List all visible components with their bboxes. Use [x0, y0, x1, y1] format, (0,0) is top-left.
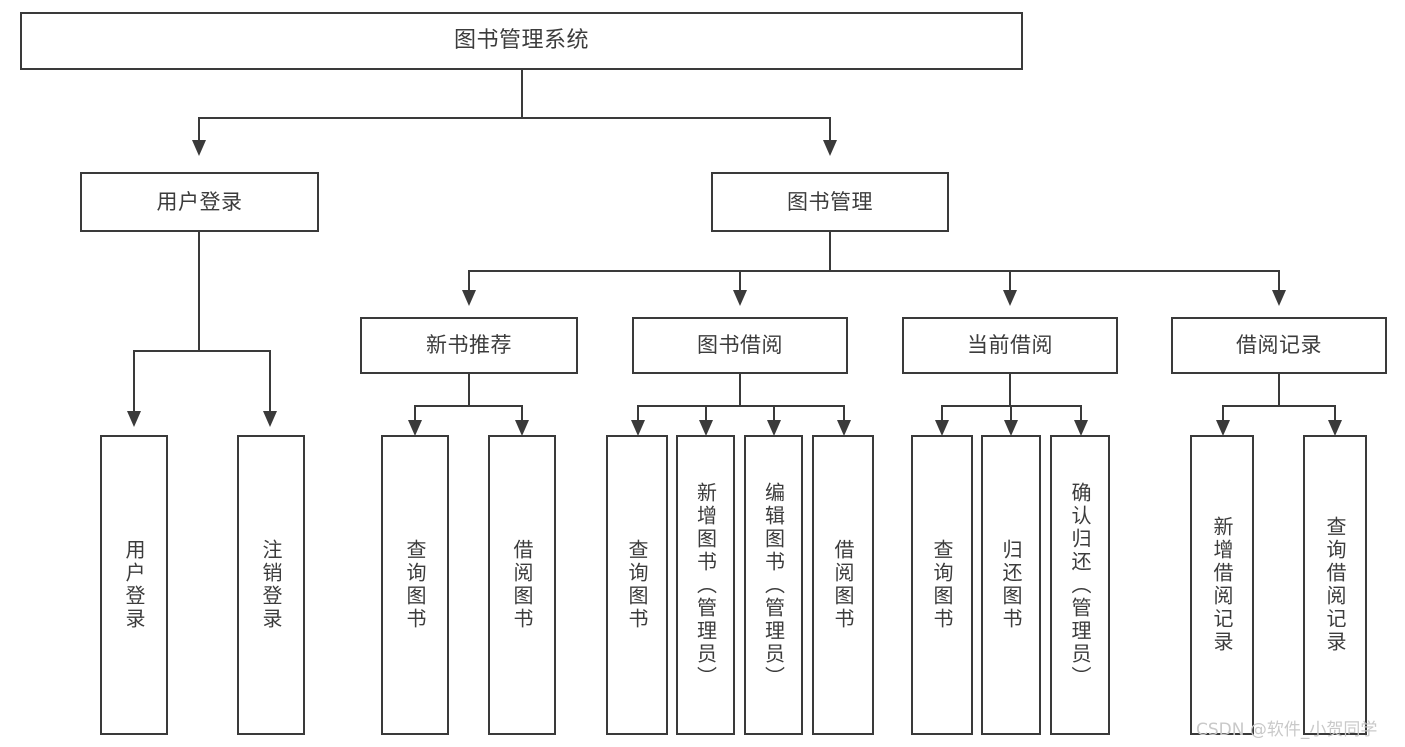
leaf-cb-confirm-return-admin[interactable]: 确认归还（管理员） [1050, 435, 1110, 735]
connector-bm-drop-4 [1278, 270, 1280, 292]
leaf-bb-borrow-book[interactable]: 借阅图书 [812, 435, 874, 735]
leaf-bb-query-book[interactable]: 查询图书 [606, 435, 668, 735]
connector-br-stem [1278, 374, 1280, 406]
node-label: 查询图书 [930, 539, 954, 631]
node-label: 新增借阅记录 [1210, 516, 1234, 654]
leaf-cb-query-book[interactable]: 查询图书 [911, 435, 973, 735]
connector-user-login-bar [133, 350, 271, 352]
connector-cb-drop-2 [1010, 405, 1012, 423]
arrowhead-br-leaf-1 [1216, 420, 1230, 436]
connector-root-bar [198, 117, 831, 119]
leaf-logout[interactable]: 注销登录 [237, 435, 305, 735]
connector-nbr-drop-1 [414, 405, 416, 423]
connector-bb-drop-2 [705, 405, 707, 423]
node-label: 借阅图书 [831, 539, 855, 631]
connector-br-drop-1 [1222, 405, 1224, 423]
connector-bm-drop-2 [739, 270, 741, 292]
connector-br-bar [1222, 405, 1336, 407]
arrowhead-root-to-book-manage [823, 140, 837, 156]
arrowhead-leaf-user-login [127, 411, 141, 427]
connector-user-login-drop-1 [133, 350, 135, 413]
connector-nbr-drop-2 [521, 405, 523, 423]
node-label: 借阅图书 [510, 539, 534, 631]
connector-cb-drop-3 [1080, 405, 1082, 423]
node-label: 图书借阅 [697, 333, 783, 358]
leaf-br-query-record[interactable]: 查询借阅记录 [1303, 435, 1367, 735]
arrowhead-cb-leaf-2 [1004, 420, 1018, 436]
leaf-user-login[interactable]: 用户登录 [100, 435, 168, 735]
connector-user-login-drop-2 [269, 350, 271, 413]
node-current-borrow[interactable]: 当前借阅 [902, 317, 1118, 374]
node-label: 确认归还（管理员） [1068, 481, 1092, 689]
connector-br-drop-2 [1334, 405, 1336, 423]
connector-book-manage-bar [468, 270, 1280, 272]
connector-bm-drop-3 [1009, 270, 1011, 292]
node-book-management[interactable]: 图书管理 [711, 172, 949, 232]
node-label: 注销登录 [259, 539, 283, 631]
node-label: 查询图书 [625, 539, 649, 631]
arrowhead-borrow-record [1272, 290, 1286, 306]
connector-nbr-stem [468, 374, 470, 406]
connector-bb-drop-3 [773, 405, 775, 423]
node-label: 用户登录 [156, 189, 243, 214]
node-label: 用户登录 [122, 539, 146, 631]
node-new-book-recommend[interactable]: 新书推荐 [360, 317, 578, 374]
arrowhead-cb-leaf-1 [935, 420, 949, 436]
connector-root-to-user-login [198, 117, 200, 142]
arrowhead-bb-leaf-1 [631, 420, 645, 436]
node-borrow-record[interactable]: 借阅记录 [1171, 317, 1387, 374]
node-label: 查询图书 [403, 539, 427, 631]
leaf-br-add-record[interactable]: 新增借阅记录 [1190, 435, 1254, 735]
connector-bm-drop-1 [468, 270, 470, 292]
node-label: 借阅记录 [1236, 333, 1322, 358]
arrowhead-current-borrow [1003, 290, 1017, 306]
arrowhead-bb-leaf-4 [837, 420, 851, 436]
connector-nbr-bar [414, 405, 522, 407]
node-label: 图书管理系统 [453, 28, 589, 54]
node-label: 图书管理 [787, 189, 873, 214]
node-user-login[interactable]: 用户登录 [80, 172, 319, 232]
connector-bb-stem [739, 374, 741, 406]
node-label: 编辑图书（管理员） [761, 481, 786, 689]
connector-root-to-book-manage [829, 117, 831, 142]
node-label: 归还图书 [999, 539, 1023, 631]
leaf-cb-return-book[interactable]: 归还图书 [981, 435, 1041, 735]
node-label: 新增图书（管理员） [693, 481, 718, 689]
arrowhead-nbr-leaf-1 [408, 420, 422, 436]
csdn-watermark: CSDN @软件_小贺同学 [1196, 720, 1378, 740]
connector-cb-drop-1 [941, 405, 943, 423]
node-label: 当前借阅 [967, 333, 1053, 358]
arrowhead-new-book-recommend [462, 290, 476, 306]
arrowhead-root-to-user-login [192, 140, 206, 156]
node-label: 新书推荐 [426, 333, 512, 358]
connector-bb-drop-4 [843, 405, 845, 423]
leaf-nbr-query-book[interactable]: 查询图书 [381, 435, 449, 735]
connector-root-stem [521, 70, 523, 118]
arrowhead-cb-leaf-3 [1074, 420, 1088, 436]
node-book-borrow[interactable]: 图书借阅 [632, 317, 848, 374]
arrowhead-nbr-leaf-2 [515, 420, 529, 436]
connector-bb-bar [637, 405, 845, 407]
arrowhead-bb-leaf-2 [699, 420, 713, 436]
leaf-bb-add-book-admin[interactable]: 新增图书（管理员） [676, 435, 735, 735]
node-root-system[interactable]: 图书管理系统 [20, 12, 1023, 70]
connector-book-manage-stem [829, 232, 831, 272]
leaf-bb-edit-book-admin[interactable]: 编辑图书（管理员） [744, 435, 803, 735]
arrowhead-leaf-logout [263, 411, 277, 427]
arrowhead-br-leaf-2 [1328, 420, 1342, 436]
arrowhead-bb-leaf-3 [767, 420, 781, 436]
connector-bb-drop-1 [637, 405, 639, 423]
connector-cb-stem [1009, 374, 1011, 406]
leaf-nbr-borrow-book[interactable]: 借阅图书 [488, 435, 556, 735]
arrowhead-book-borrow [733, 290, 747, 306]
connector-user-login-stem [198, 232, 200, 352]
node-label: 查询借阅记录 [1323, 516, 1347, 654]
